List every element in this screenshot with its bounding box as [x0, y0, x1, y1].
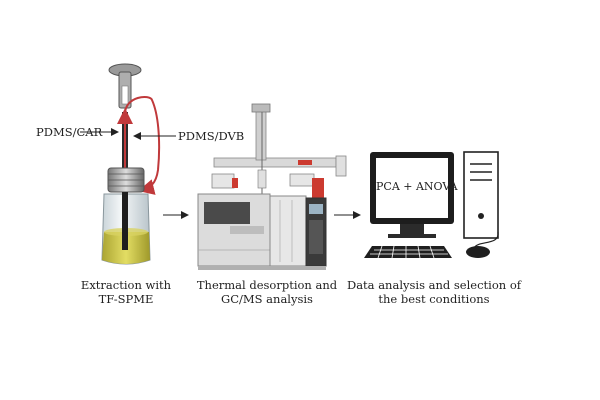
vial-icon — [101, 167, 151, 265]
gcms-instrument-icon — [197, 103, 347, 270]
step3-line1: Data analysis and selection of — [346, 278, 522, 292]
step1-line2: TF-SPME — [98, 292, 154, 306]
pdms-dvb-label: PDMS/DVB — [178, 129, 245, 143]
mouse-icon — [466, 246, 490, 258]
step2-line2: GC/MS analysis — [221, 292, 313, 306]
step1-caption: Extraction with TF-SPME — [76, 278, 176, 306]
step2-caption: Thermal desorption and GC/MS analysis — [192, 278, 342, 306]
step3-line2: the best conditions — [378, 292, 490, 306]
computer-icon — [364, 151, 499, 259]
step1-line1: Extraction with — [80, 278, 172, 292]
pdms-car-label: PDMS/CAR — [36, 125, 103, 139]
step2-line1: Thermal desorption and — [196, 278, 338, 292]
step3-caption: Data analysis and selection of the best … — [344, 278, 524, 306]
monitor-screen-text: PCA + ANOVA — [376, 180, 458, 193]
